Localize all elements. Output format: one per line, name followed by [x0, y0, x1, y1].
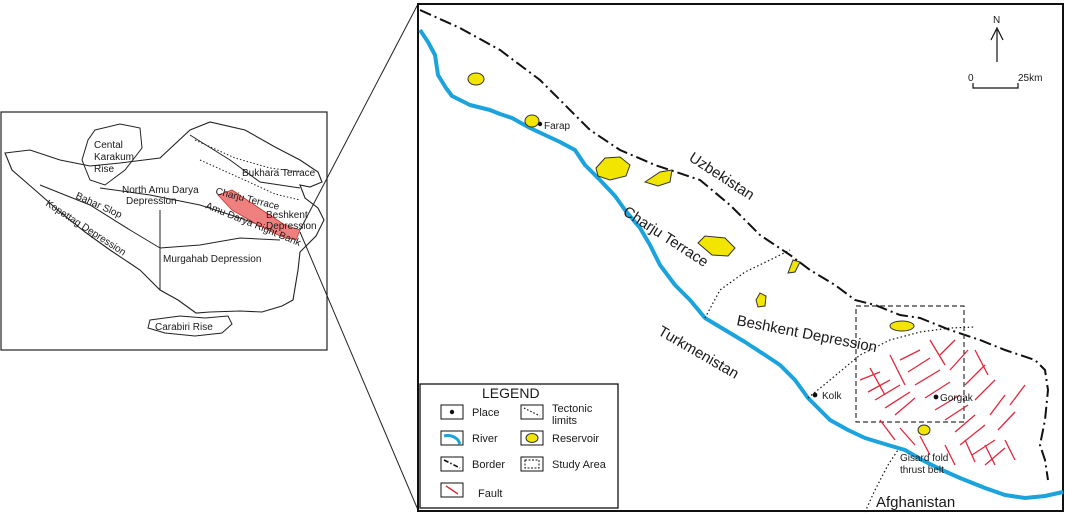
- label-gorgak: Gorgak: [940, 393, 974, 404]
- scale-bar: 0 25km: [968, 73, 1042, 89]
- reservoir-8: [889, 320, 915, 332]
- legend-tectonic: Tectonic limits: [552, 403, 595, 427]
- place-marker-gorgak: [933, 394, 939, 400]
- legend-reservoir-icon: [525, 433, 539, 443]
- legend-place-icon: [449, 409, 455, 415]
- overview-boundary-4: [159, 237, 281, 249]
- river-line: [418, 28, 1064, 500]
- svg-text:0: 0: [968, 73, 974, 84]
- carabiri-rise-outline: [147, 315, 233, 337]
- legend-box: LEGEND Place River Border Fault Tectonic…: [419, 383, 619, 509]
- overview-boundary-2: [39, 184, 161, 249]
- legend-reservoir: Reservoir: [552, 433, 599, 445]
- north-arrow: N: [990, 15, 1004, 62]
- overview-map: Cental Karakum Rise North Amu Darya Depr…: [0, 111, 328, 351]
- reservoir-4: [643, 169, 673, 187]
- cental-karakum-rise-outline: [81, 123, 143, 186]
- legend-fault: Fault: [478, 488, 502, 500]
- legend-tectonic-icon: [523, 407, 541, 417]
- basin-outline: [4, 121, 325, 314]
- svg-text:25km: 25km: [1018, 73, 1042, 84]
- place-marker-farap: [537, 121, 543, 127]
- legend-study-area: Study Area: [552, 459, 607, 471]
- place-marker-kolk: [812, 392, 818, 398]
- border-line: [419, 9, 1050, 481]
- label-gisard: Gisard fold thrust belt: [900, 453, 951, 476]
- legend-study-area-icon: [524, 459, 540, 469]
- zoom-line-bottom: [299, 231, 419, 511]
- label-murgahab: Murgahab Depression: [163, 254, 261, 265]
- reservoir-9: [917, 424, 931, 436]
- label-beshkent-overview: Beshkent Depression: [266, 210, 317, 232]
- label-kolk: Kolk: [822, 391, 842, 402]
- reservoir-group: [467, 72, 931, 436]
- overview-boundary-5: [189, 134, 301, 189]
- overview-dotted-limit-2: [199, 159, 301, 201]
- tectonic-limit-3: [864, 449, 899, 513]
- overview-boundary-1: [99, 187, 269, 229]
- reservoir-3: [595, 156, 631, 181]
- tectonic-limit-2: [807, 326, 976, 399]
- legend-border-icon: [443, 459, 461, 469]
- zoom-line-top: [299, 3, 419, 231]
- reservoir-5: [697, 235, 736, 257]
- label-farap: Farap: [544, 121, 571, 132]
- legend-border: Border: [472, 459, 505, 471]
- reservoir-farap: [524, 114, 540, 128]
- reservoir-1: [467, 72, 485, 86]
- legend-fault-icon: [445, 485, 459, 495]
- right-bank-highlight: [217, 189, 301, 241]
- legend-river: River: [472, 433, 498, 445]
- label-bukhara-terrace: Bukhara Terrace: [242, 168, 316, 179]
- label-north-amu-darya: North Amu Darya Depression: [122, 185, 201, 207]
- fault-group: [859, 339, 1026, 466]
- overview-dotted-limit-1: [194, 139, 301, 173]
- legend-title: LEGEND: [482, 385, 540, 401]
- svg-text:N: N: [993, 15, 1000, 26]
- tectonic-limit-1: [704, 249, 791, 319]
- reservoir-7: [755, 292, 767, 308]
- label-carabiri: Carabiri Rise: [155, 322, 213, 333]
- label-afghanistan: Afghanistan: [876, 494, 955, 511]
- legend-place: Place: [472, 407, 500, 419]
- label-cental-karakum: Cental Karakum Rise: [94, 140, 137, 175]
- legend-river-icon: [443, 434, 462, 445]
- reservoir-6: [787, 259, 801, 274]
